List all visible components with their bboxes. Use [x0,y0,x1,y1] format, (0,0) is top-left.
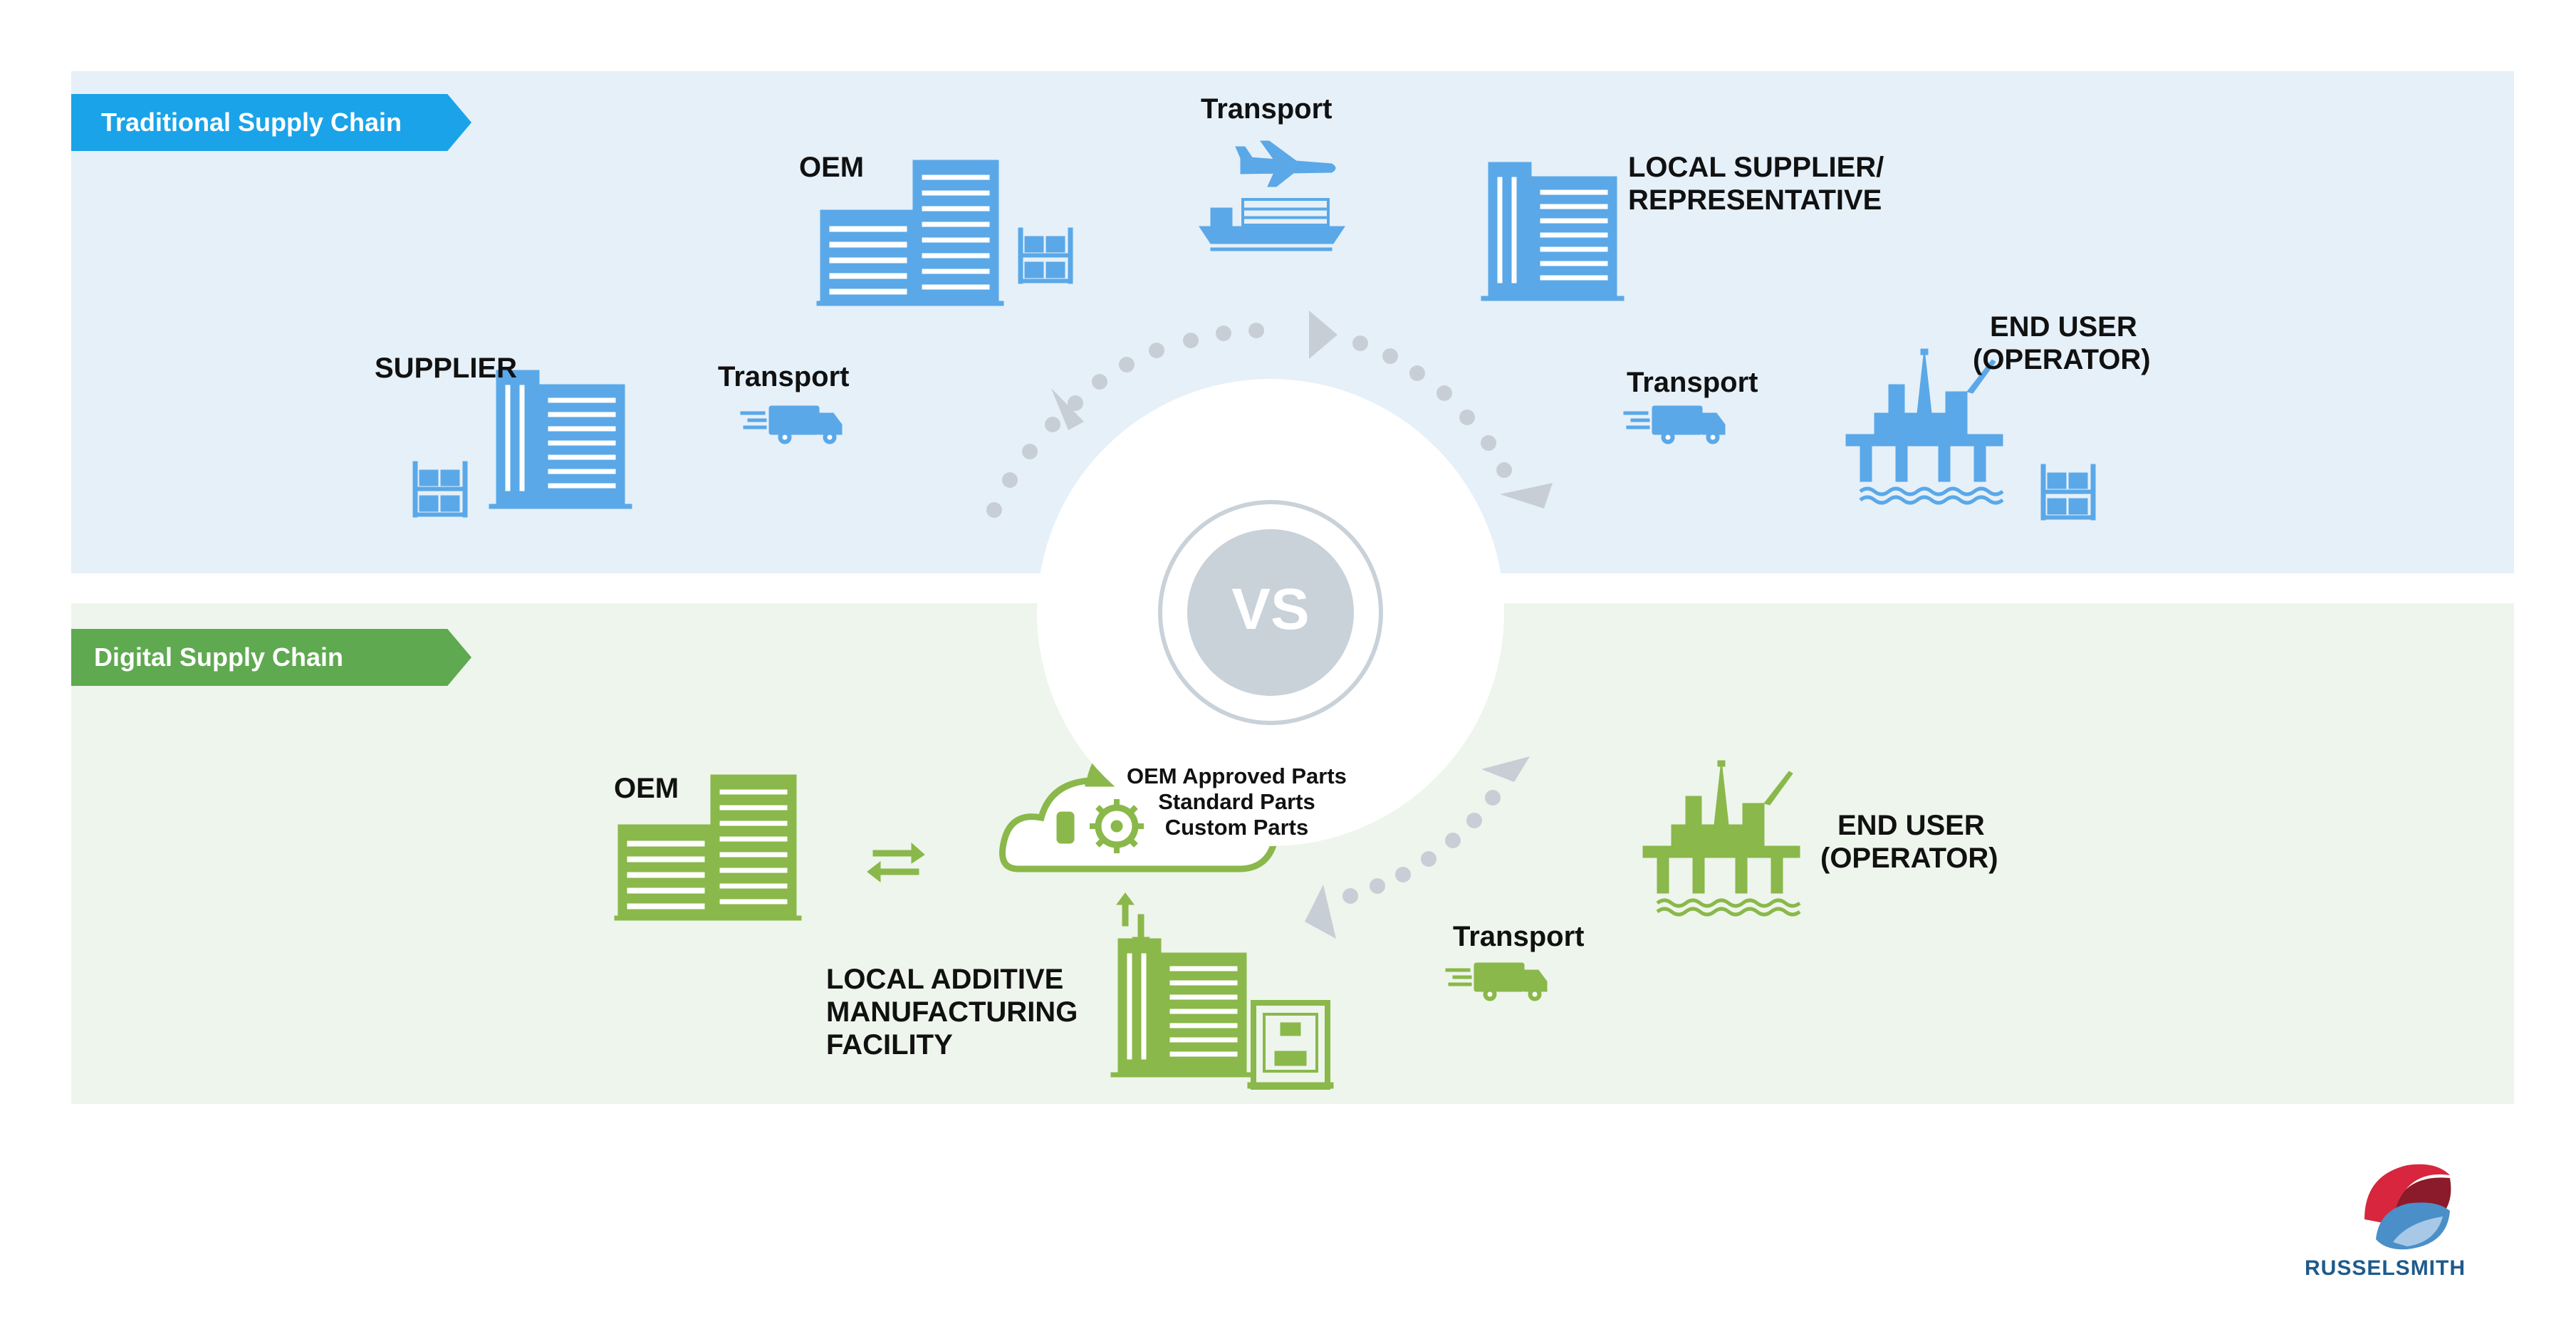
transport-left-label: Transport [718,361,850,392]
custom-parts-label: Custom Parts [1164,815,1309,840]
exchange-arrows-icon [1116,892,1150,949]
digital-oem-label: OEM [614,773,679,804]
vs-label: VS [1231,577,1310,642]
part-icon [1056,811,1075,844]
digital-end-user-label-line1: END USER [1837,810,1985,841]
cargo-ship-icon [1199,198,1345,251]
airplane-icon [1235,140,1336,187]
warehouse-shelf-icon [2040,464,2096,521]
vs-ring [1158,500,1383,725]
facility-label-line1: LOCAL ADDITIVE [826,964,1064,995]
digital-transport-label: Transport [1453,921,1585,952]
supplier-building-icon [489,370,632,509]
exchange-arrows-icon [867,842,925,883]
facility-building-icon [1110,938,1254,1078]
warehouse-shelf-icon [412,461,468,518]
local-supplier-building-icon [1481,162,1625,301]
digital-oil-rig-icon [1643,761,1800,915]
delivery-truck-icon [1445,962,1548,1001]
cycle-arrows [986,311,1553,939]
supplier-label: SUPPLIER [375,353,518,384]
end-user-label-line1: END USER [1990,311,2137,343]
delivery-truck-icon [740,405,843,444]
end-user-label-line2: (OPERATOR) [1973,344,2151,375]
vs-circle [1187,529,1354,696]
oem-label: OEM [799,152,865,183]
facility-label-line3: FACILITY [826,1029,953,1061]
transport-right-label: Transport [1627,367,1758,398]
digital-supply-chain-tag: Digital Supply Chain [71,629,471,686]
local-supplier-label-line1: LOCAL SUPPLIER/ [1628,152,1884,183]
transport-top-label: Transport [1201,93,1333,125]
delivery-truck-icon [1623,405,1726,444]
russelsmith-logo [2364,1164,2451,1250]
local-supplier-label-line2: REPRESENTATIVE [1628,184,1882,216]
cloud-parts-list: OEM Approved Parts Standard Parts Custom… [1127,764,1347,840]
warehouse-shelf-icon [1018,227,1073,284]
traditional-supply-chain-tag: Traditional Supply Chain [71,94,471,151]
oem-approved-parts-label: OEM Approved Parts [1127,764,1347,788]
digital-end-user-label-line2: (OPERATOR) [1820,843,1998,874]
gear-icon [1090,799,1144,853]
facility-label-line2: MANUFACTURING [826,996,1078,1028]
3d-printer-icon [1247,1000,1334,1090]
brand-name: RUSSELSMITH [2305,1256,2466,1280]
standard-parts-label: Standard Parts [1158,789,1315,814]
